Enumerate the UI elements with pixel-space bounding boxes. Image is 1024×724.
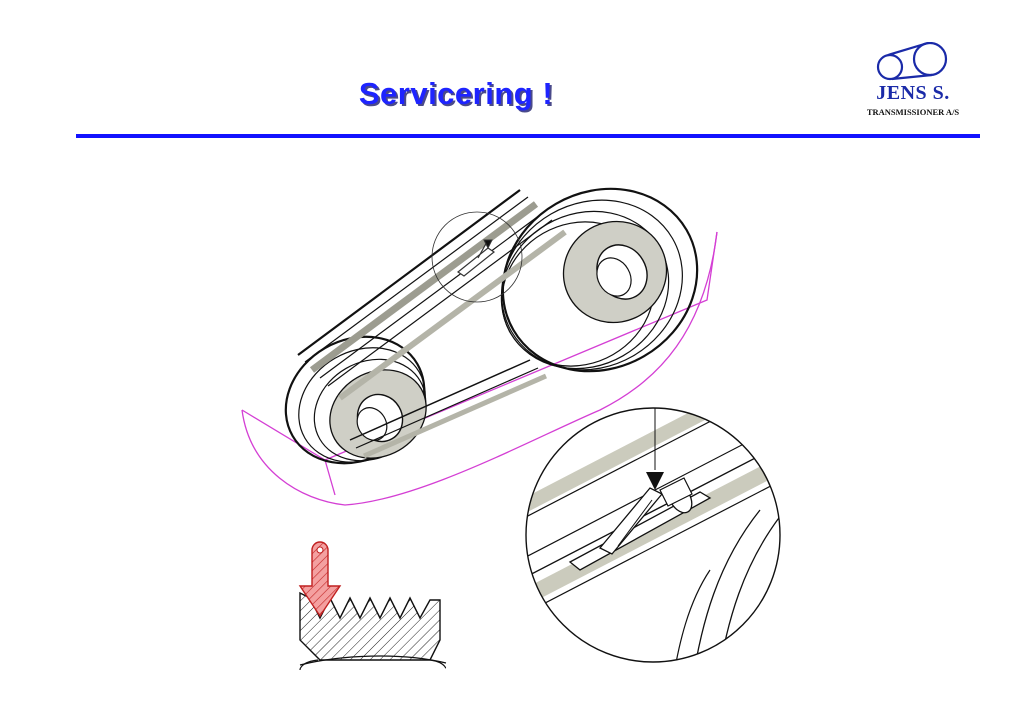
pressure-indicator-arrow xyxy=(298,541,342,618)
logo-subtitle: TRANSMISSIONER A/S xyxy=(866,107,960,117)
gauge-detail-view xyxy=(525,407,781,663)
belt-set xyxy=(297,189,567,459)
small-pulley xyxy=(284,335,427,465)
drive-tray xyxy=(241,231,718,506)
logo-name: JENS S. xyxy=(876,82,950,104)
company-logo: JENS S. TRANSMISSIONER A/S xyxy=(846,42,980,122)
two-pulley-belt-icon xyxy=(876,42,948,81)
large-pulley xyxy=(500,187,699,373)
title-divider xyxy=(76,134,980,138)
groove-cross-section xyxy=(299,591,447,671)
slide-title: Servicering ! xyxy=(358,76,554,111)
tension-meter-location xyxy=(431,211,523,303)
